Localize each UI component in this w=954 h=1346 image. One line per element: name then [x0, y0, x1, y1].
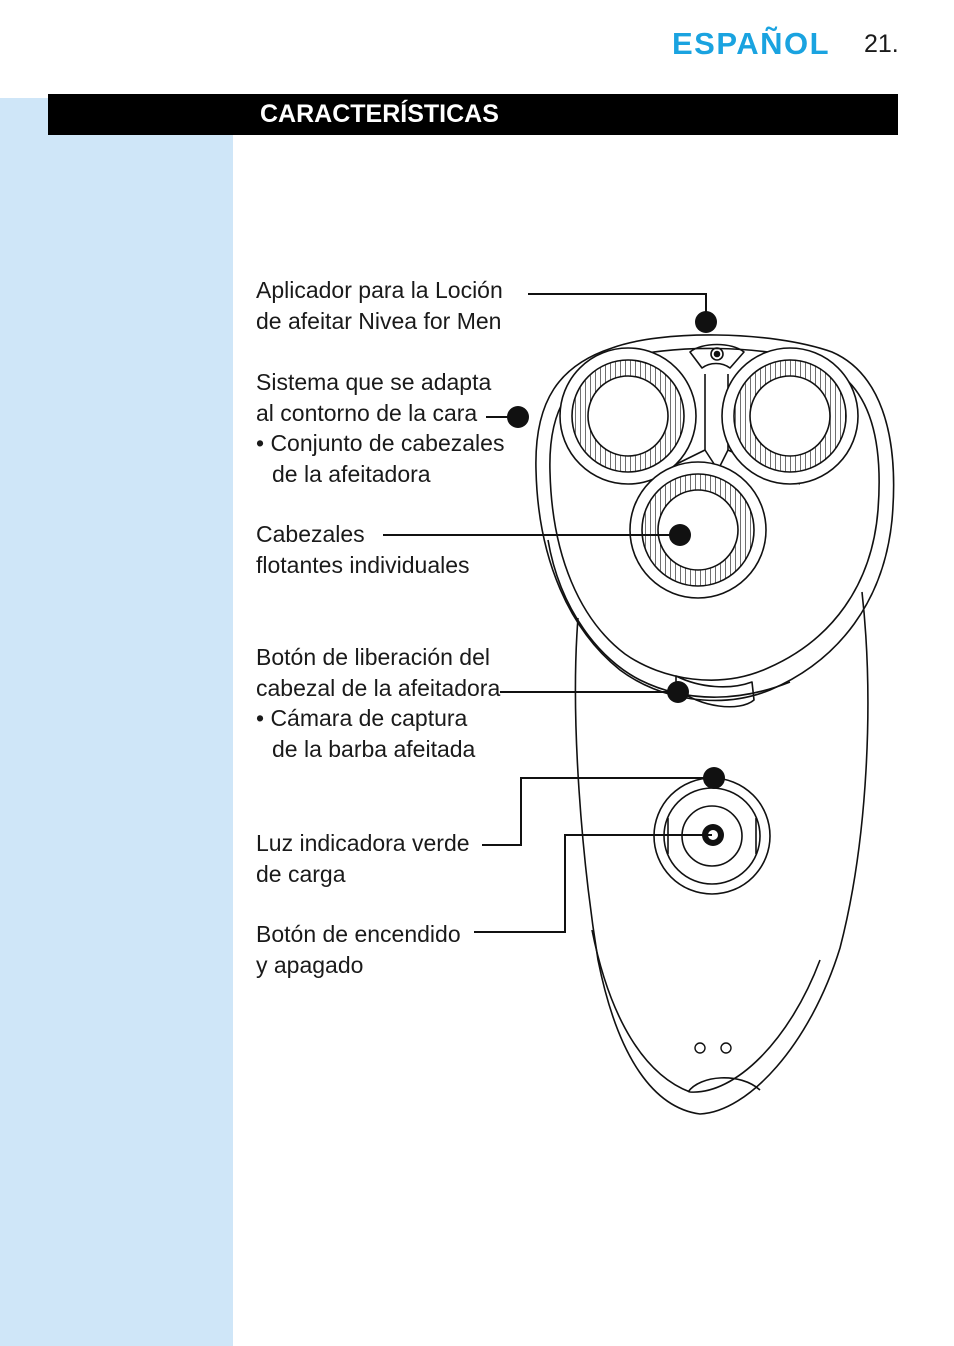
release-button	[675, 675, 755, 708]
cutter-bottom	[629, 461, 767, 599]
callout-dots	[507, 311, 725, 789]
page-number: 21.	[864, 30, 899, 58]
shaver-base-lip	[687, 1077, 761, 1093]
label-line: flotantes individuales	[256, 551, 470, 578]
label-line: y apagado	[256, 951, 364, 978]
label-line: • Cámara de captura	[256, 705, 468, 731]
shaver-body	[574, 591, 869, 1115]
callout-dot-floating-heads	[669, 524, 691, 546]
cutter-left	[559, 347, 697, 485]
label-line: Aplicador para la Loción	[256, 277, 503, 303]
label-line: al contorno de la cara	[256, 399, 478, 426]
label-line: Botón de liberación del	[256, 644, 490, 670]
sidebar-band	[0, 98, 233, 1346]
head-lower-rim	[547, 539, 791, 698]
vent-holes	[694, 1042, 732, 1054]
callout-dot-release-button	[667, 681, 689, 703]
label-line: Luz indicadora verde	[256, 830, 470, 856]
callout-dot-contour	[507, 406, 529, 428]
label-release-button: Botón de liberación del cabezal de la af…	[256, 642, 500, 764]
section-title: CARACTERÍSTICAS	[260, 100, 499, 128]
label-line: de la barba afeitada	[272, 735, 476, 762]
label-line: de carga	[256, 860, 346, 887]
label-charge-light: Luz indicadora verde de carga	[256, 828, 470, 889]
label-contour-system: Sistema que se adapta al contorno de la …	[256, 367, 504, 489]
section-header-bar: CARACTERÍSTICAS	[48, 94, 898, 135]
callout-dot-applicator	[695, 311, 717, 333]
label-line: • Conjunto de cabezales	[256, 430, 505, 456]
label-power-button: Botón de encendido y apagado	[256, 919, 461, 980]
label-line: Botón de encendido	[256, 921, 461, 947]
head-shell	[535, 334, 895, 702]
applicator-icon	[710, 347, 724, 361]
callout-lines	[383, 293, 714, 933]
label-applicator: Aplicador para la Loción de afeitar Nive…	[256, 275, 503, 336]
shaver-body-inner	[591, 929, 821, 1093]
label-line: cabezal de la afeitadora	[256, 674, 501, 701]
language-heading: ESPAÑOL	[672, 26, 831, 61]
callout-dot-charge-light	[703, 767, 725, 789]
label-line: de afeitar Nivea for Men	[256, 307, 502, 334]
label-line: de la afeitadora	[272, 460, 431, 487]
label-line: Cabezales	[256, 521, 365, 547]
label-floating-heads: Cabezales flotantes individuales	[256, 519, 470, 580]
applicator-housing	[689, 343, 745, 369]
label-line: Sistema que se adapta	[256, 369, 492, 395]
cutter-right	[721, 347, 859, 485]
